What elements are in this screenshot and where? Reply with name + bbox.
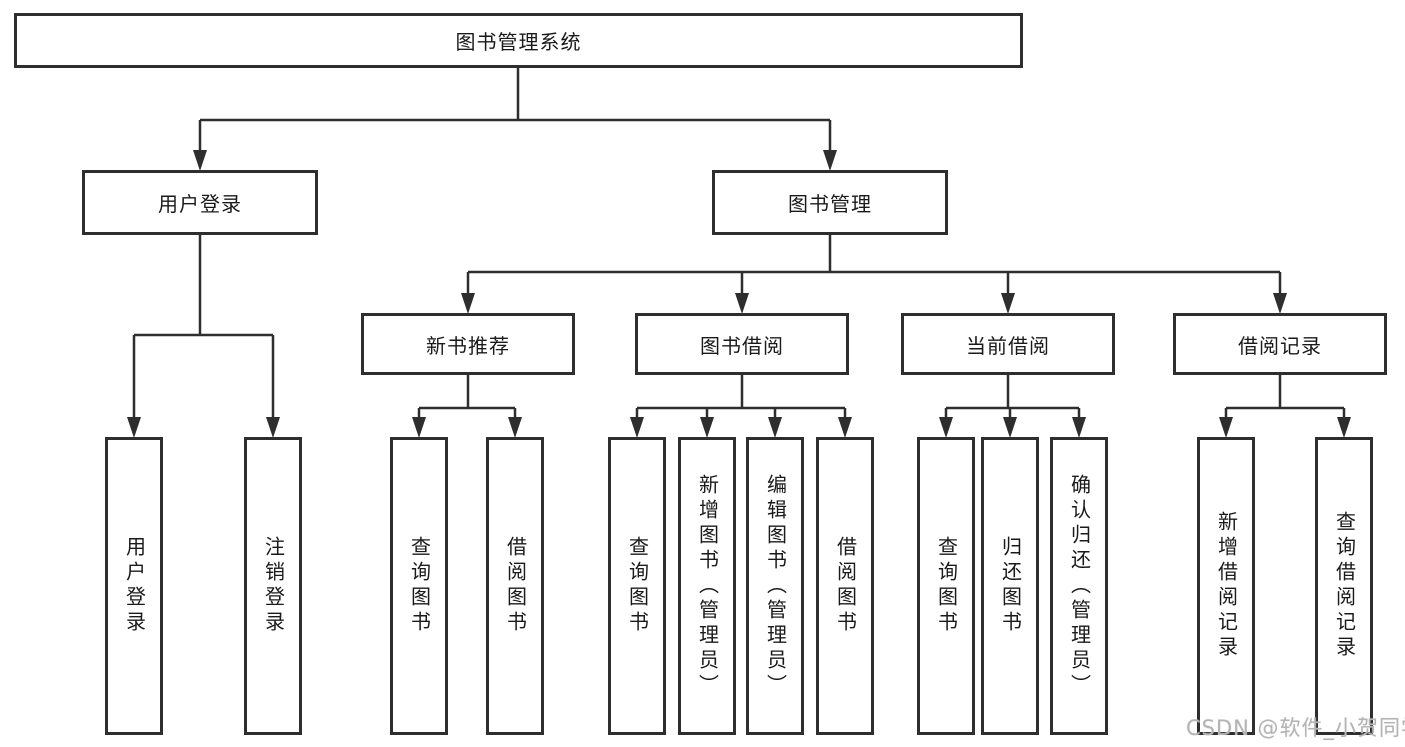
leaf-user-login-label: 用户登录 xyxy=(122,536,147,636)
leaf-record-add-borrow-record: 新增借阅记录 xyxy=(1197,437,1255,735)
leaf-record-query-borrow-record: 查询借阅记录 xyxy=(1315,437,1373,735)
node-user-login: 用户登录 xyxy=(82,170,318,235)
leaf-logout-label: 注销登录 xyxy=(261,536,286,636)
leaf-user-login: 用户登录 xyxy=(105,437,163,735)
leaf-newbook-query-books-label: 查询图书 xyxy=(407,536,432,636)
leaf-newbook-borrow-books-label: 借阅图书 xyxy=(503,536,528,636)
leaf-borrow-borrow-books-label: 借阅图书 xyxy=(833,536,858,636)
leaf-current-return-books-label: 归还图书 xyxy=(998,536,1023,636)
leaf-logout: 注销登录 xyxy=(244,437,302,735)
csdn-watermark: CSDN @软件_小贺同学 xyxy=(1186,716,1405,740)
leaf-borrow-query-books-label: 查询图书 xyxy=(625,536,650,636)
node-book-borrowing: 图书借阅 xyxy=(635,313,849,375)
leaf-borrow-query-books: 查询图书 xyxy=(608,437,666,735)
node-current-borrowing: 当前借阅 xyxy=(901,313,1115,375)
leaf-borrow-add-books-admin-label: 新增图书（管理员） xyxy=(695,473,720,699)
leaf-borrow-borrow-books: 借阅图书 xyxy=(816,437,874,735)
leaf-record-query-borrow-record-label: 查询借阅记录 xyxy=(1332,511,1357,661)
node-book-management: 图书管理 xyxy=(712,170,948,235)
leaf-borrow-add-books-admin: 新增图书（管理员） xyxy=(678,437,736,735)
leaf-newbook-query-books: 查询图书 xyxy=(390,437,448,735)
leaf-borrow-edit-books-admin-label: 编辑图书（管理员） xyxy=(763,473,788,699)
leaf-current-confirm-return-admin-label: 确认归还（管理员） xyxy=(1067,473,1092,699)
node-new-book-recommendation: 新书推荐 xyxy=(361,313,575,375)
leaf-current-return-books: 归还图书 xyxy=(981,437,1039,735)
leaf-current-confirm-return-admin: 确认归还（管理员） xyxy=(1050,437,1108,735)
leaf-newbook-borrow-books: 借阅图书 xyxy=(486,437,544,735)
leaf-current-query-books: 查询图书 xyxy=(917,437,975,735)
node-borrowing-records: 借阅记录 xyxy=(1173,313,1387,375)
node-library-management-system: 图书管理系统 xyxy=(14,13,1023,68)
leaf-borrow-edit-books-admin: 编辑图书（管理员） xyxy=(746,437,804,735)
leaf-record-add-borrow-record-label: 新增借阅记录 xyxy=(1214,511,1239,661)
leaf-current-query-books-label: 查询图书 xyxy=(934,536,959,636)
